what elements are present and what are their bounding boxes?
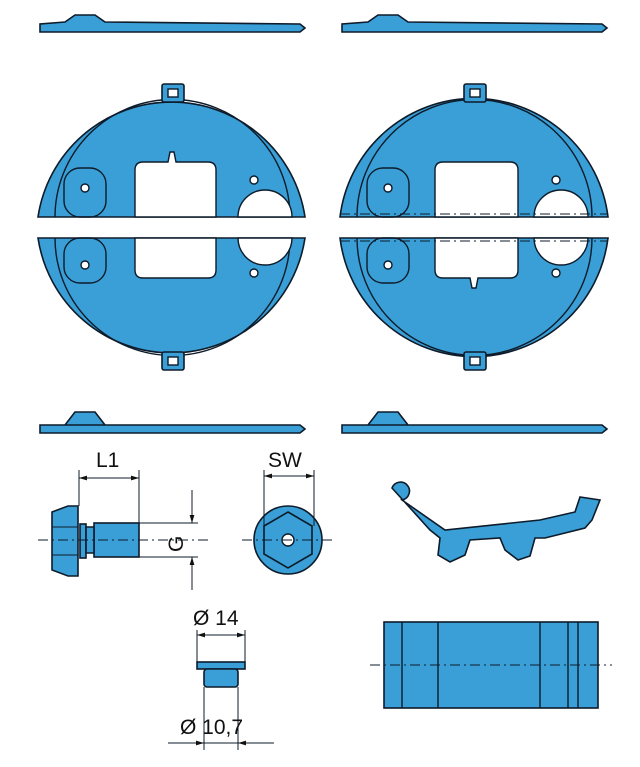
- edge-view-top-right: [341, 14, 609, 33]
- spring-clip: [391, 481, 602, 563]
- edge-view-top-left: [39, 14, 307, 33]
- bolt-side-view: L1 G: [38, 449, 210, 590]
- bolt-end-view: SW: [242, 449, 335, 575]
- dimension-l1-label: L1: [96, 449, 119, 472]
- dimension-g-label: G: [165, 536, 188, 552]
- sleeve-view: [370, 621, 612, 709]
- bushing-view: Ø 14 Ø 10,7: [168, 607, 274, 750]
- edge-view-bottom-right: [341, 411, 609, 434]
- center-cutout-upper: [134, 151, 217, 218]
- dimension-sw-label: SW: [268, 449, 302, 472]
- center-cutout-lower: [134, 237, 217, 279]
- backing-plate-right: [339, 14, 609, 434]
- round-cutout: [237, 189, 293, 266]
- dimension-d14-label: Ø 14: [193, 607, 239, 630]
- edge-view-bottom-left: [39, 411, 307, 434]
- dimension-d107-label: Ø 10,7: [180, 716, 243, 739]
- backing-plate-left: [37, 14, 307, 434]
